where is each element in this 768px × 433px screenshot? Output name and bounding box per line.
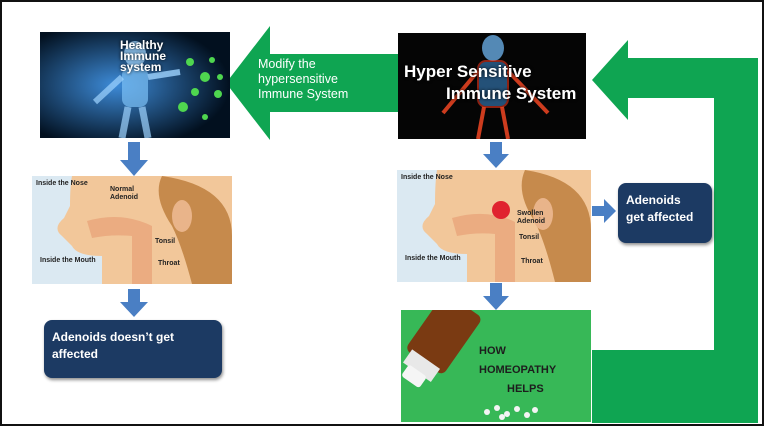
down-arrow-4 [483, 283, 509, 310]
homeopathy-bottle-illustration [401, 310, 591, 422]
label-tonsil: Tonsil [519, 234, 540, 241]
hypersensitive-immune-panel: Hyper Sensitive Immune System [398, 33, 586, 139]
label-inside-nose: Inside the Nose [401, 174, 453, 181]
pills-icon [484, 405, 538, 420]
brown-bottle-icon [407, 310, 481, 374]
label-tonsil: Tonsil [155, 238, 176, 245]
skeleton-figure-icon [40, 32, 230, 138]
homeopathy-title: HOW HOMEOPATHY HELPS [479, 345, 557, 395]
loop-arrow-shaft [626, 58, 758, 98]
healthy-immune-panel: Healthy Immune system [40, 32, 230, 138]
affected-line-1: Adenoids [626, 193, 681, 207]
adenoids-not-affected-box: Adenoids doesn’t get affected [44, 320, 222, 378]
modify-line-1: Modify the [258, 57, 316, 71]
down-arrow-1 [120, 142, 148, 176]
modify-line-3: Immune System [258, 87, 349, 101]
right-arrow [592, 199, 616, 223]
down-arrow-2 [120, 289, 148, 317]
head-profile-swollen-illustration [397, 170, 591, 282]
loop-arrow-head [592, 40, 628, 120]
swollen-adenoid-anatomy: Inside the Nose Swollen Adenoid Tonsil I… [397, 170, 591, 282]
label-inside-nose: Inside the Nose [36, 180, 88, 187]
label-inside-mouth: Inside the Mouth [40, 257, 96, 264]
adenoids-affected-box: Adenoids get affected [618, 183, 712, 243]
hyper-title: Hyper Sensitive Immune System [404, 62, 577, 103]
not-affected-line-2: affected [52, 347, 99, 361]
label-normal-adenoid: Normal Adenoid [110, 186, 138, 201]
inflamed-skeleton-icon [398, 33, 586, 139]
down-arrow-3 [483, 142, 509, 168]
label-throat: Throat [158, 260, 180, 267]
label-inside-mouth: Inside the Mouth [405, 255, 461, 262]
modify-arrow [226, 26, 398, 140]
homeopathy-panel: HOW HOMEOPATHY HELPS [401, 310, 591, 422]
normal-adenoid-anatomy: Inside the Nose Normal Adenoid Tonsil In… [32, 176, 232, 284]
label-throat: Throat [521, 258, 543, 265]
modify-line-2: hypersensitive [258, 72, 338, 86]
swollen-adenoid-icon [492, 201, 510, 219]
affected-line-2: get affected [626, 210, 694, 224]
loop-arrow-body [592, 80, 758, 423]
head-profile-illustration [32, 176, 232, 284]
healthy-title: Healthy Immune system [120, 38, 167, 74]
not-affected-line-1: Adenoids doesn’t get [52, 330, 175, 344]
label-swollen-adenoid: Swollen Adenoid [517, 210, 545, 225]
modify-arrow-label: Modify the hypersensitive Immune System [258, 57, 348, 102]
